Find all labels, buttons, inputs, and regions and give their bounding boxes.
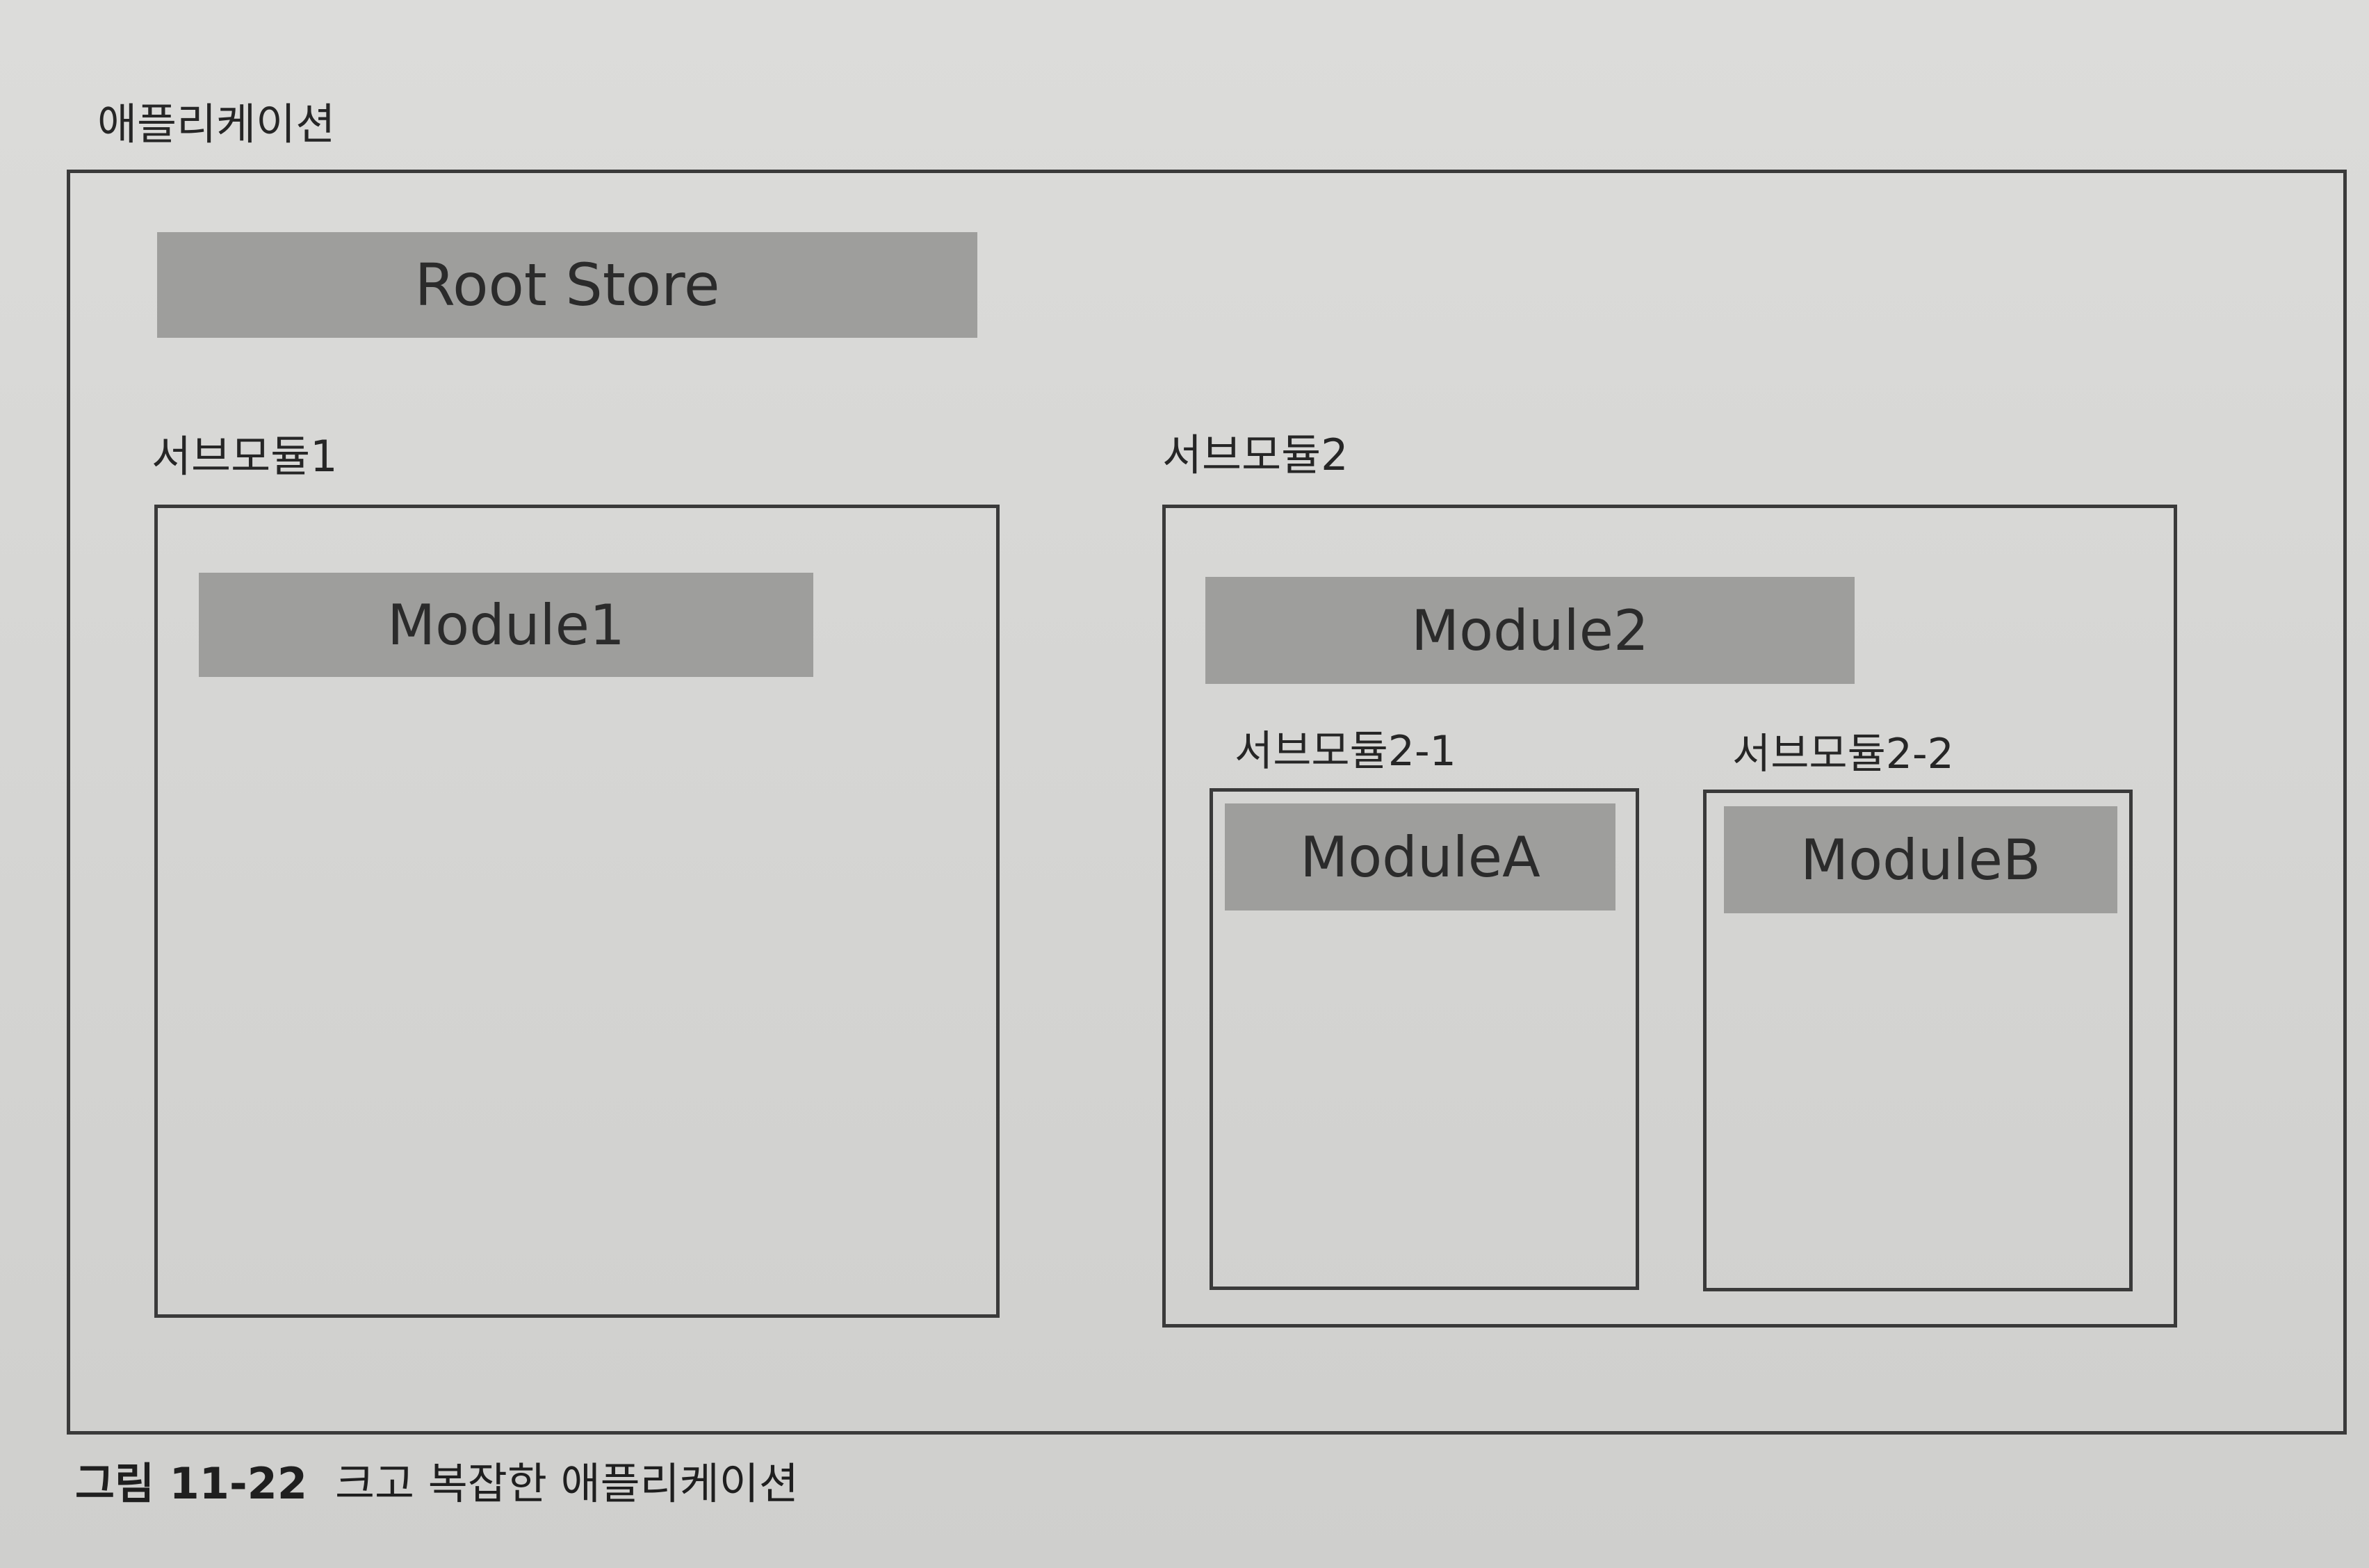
submodule2-1-label: 서브모듈2-1 [1235, 727, 1456, 776]
moduleB-block: ModuleB [1724, 806, 2117, 913]
submodule2-container [1162, 505, 2177, 1328]
submodule2-label: 서브모듈2 [1162, 430, 1349, 480]
submodule2-1-container [1210, 788, 1639, 1290]
module1-block: Module1 [199, 573, 813, 677]
figure-caption: 그림 11-22 크고 복잡한 애플리케이션 [75, 1448, 799, 1511]
moduleA-block: ModuleA [1225, 803, 1615, 910]
figure-caption-text: 크고 복잡한 애플리케이션 [334, 1458, 799, 1509]
submodule2-2-container [1703, 790, 2133, 1291]
root-store-block: Root Store [157, 232, 977, 338]
submodule1-container [154, 505, 1000, 1318]
application-container [67, 170, 2347, 1435]
submodule2-2-label: 서브모듈2-2 [1732, 730, 1954, 778]
application-label: 애플리케이션 [97, 99, 336, 149]
figure-number: 그림 11-22 [75, 1458, 307, 1509]
module2-block: Module2 [1205, 577, 1855, 684]
submodule1-label: 서브모듈1 [152, 431, 338, 482]
